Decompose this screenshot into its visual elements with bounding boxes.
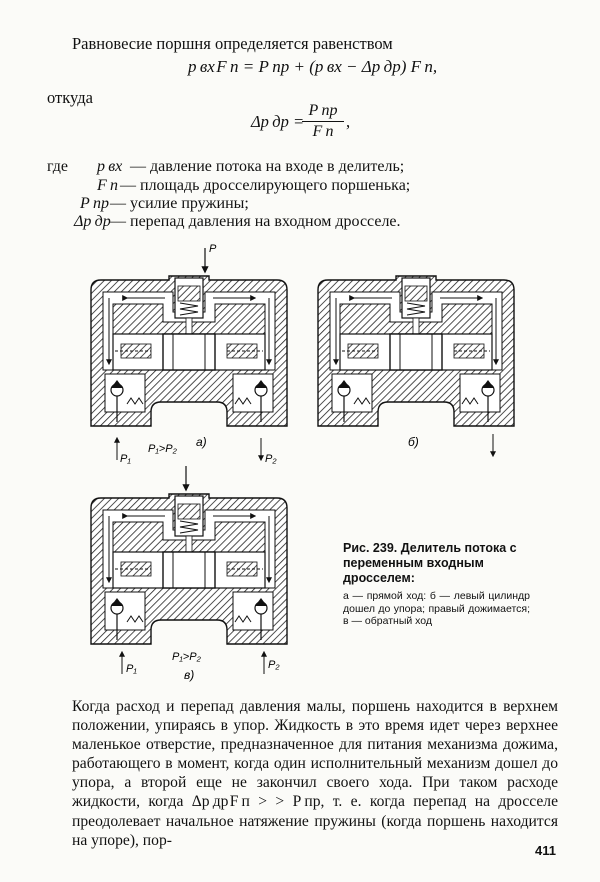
- body-paragraph: Когда расход и перепад давления малы, по…: [72, 698, 558, 849]
- equation-trailing-comma: ,: [346, 112, 351, 131]
- subfigure-tag-v: в): [184, 668, 194, 682]
- intro-text: Равновесие поршня определяется равенство…: [72, 34, 393, 53]
- subfigure-tag-a: а): [196, 435, 207, 449]
- schematic-a: [91, 276, 287, 426]
- var-symbol: F п: [97, 177, 118, 194]
- figure-caption-body: а — прямой ход: б — левый цилиндр дошел …: [343, 590, 530, 627]
- label-relation-a: P₁>P₂: [148, 443, 178, 455]
- force-label-p: P: [209, 243, 217, 255]
- equation-lhs: Δp др =: [251, 112, 305, 131]
- var-symbol: P пр: [80, 195, 109, 212]
- schematic-v: [91, 494, 287, 644]
- var-description: — усилие пружины;: [110, 195, 249, 212]
- label-p1-a: P₁: [120, 453, 131, 465]
- var-symbol: Δp др: [74, 213, 111, 230]
- label-p2-a: P₂: [265, 453, 277, 465]
- figure-caption-title: Рис. 239. Делитель потока с переменным в…: [343, 541, 517, 585]
- equation-equilibrium: p вх F п = P пр + (p вх − Δp др) F п,: [188, 57, 438, 76]
- label-relation-v: P₁>P₂: [172, 651, 202, 663]
- fraction-numerator: P пр: [302, 102, 344, 122]
- var-description: — перепад давления на входном дросселе.: [110, 213, 401, 230]
- subfigure-tag-b: б): [408, 435, 419, 449]
- schematic-b: [318, 276, 514, 426]
- page-number: 411: [535, 843, 556, 858]
- label-p1-v: P₁: [126, 663, 137, 675]
- otkuda-text: откуда: [47, 88, 93, 107]
- var-symbol: p вх: [97, 158, 123, 175]
- where-word: где: [47, 158, 69, 175]
- fraction-denominator: F п: [312, 123, 334, 140]
- label-p2-v: P₂: [268, 659, 280, 671]
- var-description: — площадь дросселирующего поршенька;: [120, 177, 411, 194]
- var-description: — давление потока на входе в делитель;: [130, 158, 405, 175]
- equation-fraction: P пр F п: [302, 102, 344, 141]
